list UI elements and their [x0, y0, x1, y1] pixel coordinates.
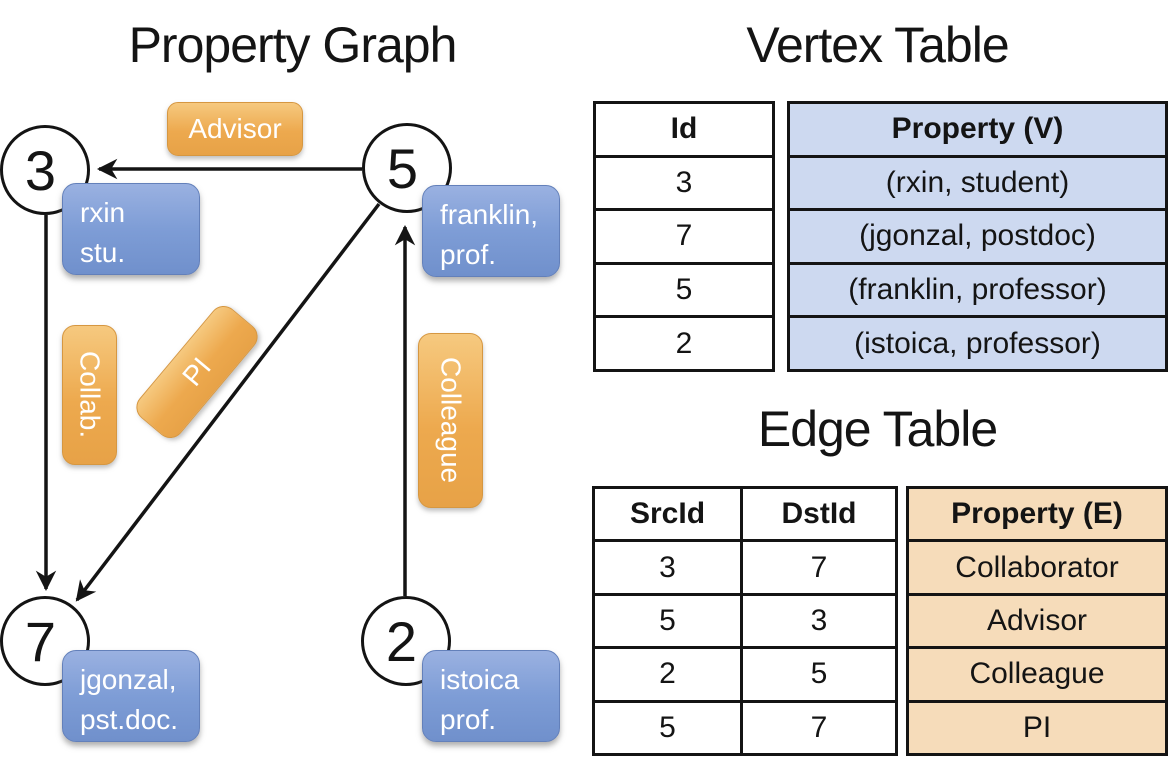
edge-label-colleague-text: Colleague	[435, 357, 467, 484]
vertex-table-property-column: Property (V) (rxin, student) (jgonzal, p…	[787, 101, 1168, 372]
edge-property-cell: Collaborator	[955, 550, 1119, 584]
edge-label-pi: PI	[130, 300, 264, 444]
vertex-property-box-rxin: rxin stu.	[62, 183, 200, 275]
edge-table-header-srcid: SrcId	[595, 489, 743, 540]
edge-table-header-dstid: DstId	[781, 497, 857, 531]
edge-srcid-cell: 5	[595, 595, 743, 647]
vertex-property-line: jgonzal,	[80, 664, 177, 695]
vertex-table-id-column: Id 3 7 5 2	[593, 101, 775, 372]
table-row: 7	[596, 208, 772, 262]
table-row: Advisor	[909, 592, 1165, 646]
table-row: PI	[909, 699, 1165, 753]
vertex-id-cell: 3	[675, 165, 693, 199]
node-5-id: 5	[386, 136, 419, 200]
edge-property-cell: Colleague	[969, 657, 1105, 691]
edge-dstid-cell: 7	[810, 550, 828, 584]
vertex-property-line: pst.doc.	[80, 703, 179, 735]
edge-srcid-cell: 5	[595, 702, 743, 753]
edge-label-colleague: Colleague	[418, 333, 483, 508]
table-row: (franklin, professor)	[790, 261, 1165, 316]
edge-dstid-cell: 5	[810, 657, 828, 691]
graph-node-3: 3	[0, 125, 90, 215]
edge-table-property-column: Property (E) Collaborator Advisor Collea…	[906, 486, 1168, 756]
vertex-property-box-jgonzal: jgonzal, pst.doc.	[62, 650, 200, 742]
vertex-property-line: prof.	[440, 703, 497, 735]
vertex-property-cell: (istoica, professor)	[854, 326, 1101, 360]
table-row: (istoica, professor)	[790, 315, 1165, 369]
graph-node-5: 5	[362, 123, 452, 213]
table-row: (jgonzal, postdoc)	[790, 208, 1165, 262]
vertex-id-cell: 7	[675, 219, 693, 253]
edge-dstid-cell: 7	[810, 710, 828, 744]
node-2-id: 2	[385, 609, 418, 673]
vertex-property-line: rxin	[80, 197, 126, 228]
edge-label-collab: Collab.	[62, 325, 117, 465]
vertex-property-box-franklin: franklin, prof.	[422, 185, 560, 277]
node-7-id: 7	[24, 609, 57, 673]
property-graph-title: Property Graph	[128, 17, 458, 73]
table-row: (rxin, student)	[790, 154, 1165, 209]
edge-label-advisor: Advisor	[167, 102, 303, 156]
vertex-table-title: Vertex Table	[746, 17, 1009, 73]
edge-label-pi-text: PI	[176, 351, 217, 392]
vertex-property-line: franklin,	[440, 199, 539, 230]
vertex-property-cell: (franklin, professor)	[848, 273, 1107, 307]
edge-table-header-property: Property (E)	[951, 497, 1123, 531]
vertex-id-cell: 5	[675, 273, 693, 307]
vertex-property-line: istoica	[440, 664, 520, 695]
edge-property-cell: PI	[1022, 710, 1052, 744]
vertex-property-line: stu.	[80, 236, 126, 268]
vertex-property-box-istoica: istoica prof.	[422, 650, 560, 742]
edge-srcid-cell: 3	[595, 542, 743, 593]
table-row: 5 7	[595, 699, 895, 753]
table-row: Colleague	[909, 646, 1165, 699]
vertex-table-header-property: Property (V)	[891, 112, 1064, 146]
vertex-property-line: prof.	[440, 238, 497, 270]
edge-property-cell: Advisor	[986, 603, 1088, 637]
vertex-id-cell: 2	[675, 326, 693, 360]
table-row: 3 7	[595, 539, 895, 593]
table-row: 2	[596, 315, 772, 369]
edge-table-id-columns: SrcId DstId 3 7 5 3 2 5 5 7	[592, 486, 898, 756]
vertex-property-cell: (rxin, student)	[885, 165, 1070, 199]
edge-dstid-cell: 3	[810, 603, 828, 637]
table-row: 5	[596, 261, 772, 316]
table-row: 5 3	[595, 592, 895, 647]
vertex-property-cell: (jgonzal, postdoc)	[859, 219, 1096, 253]
node-3-id: 3	[24, 138, 57, 202]
edge-label-collab-text: Collab.	[74, 351, 106, 439]
vertex-table-header-id: Id	[670, 112, 698, 146]
edge-srcid-cell: 2	[595, 649, 743, 700]
table-row: Collaborator	[909, 539, 1165, 592]
edge-label-advisor-text: Advisor	[188, 113, 282, 144]
table-row: 3	[596, 154, 772, 209]
table-row: 2 5	[595, 646, 895, 700]
edge-table-title: Edge Table	[757, 401, 998, 457]
